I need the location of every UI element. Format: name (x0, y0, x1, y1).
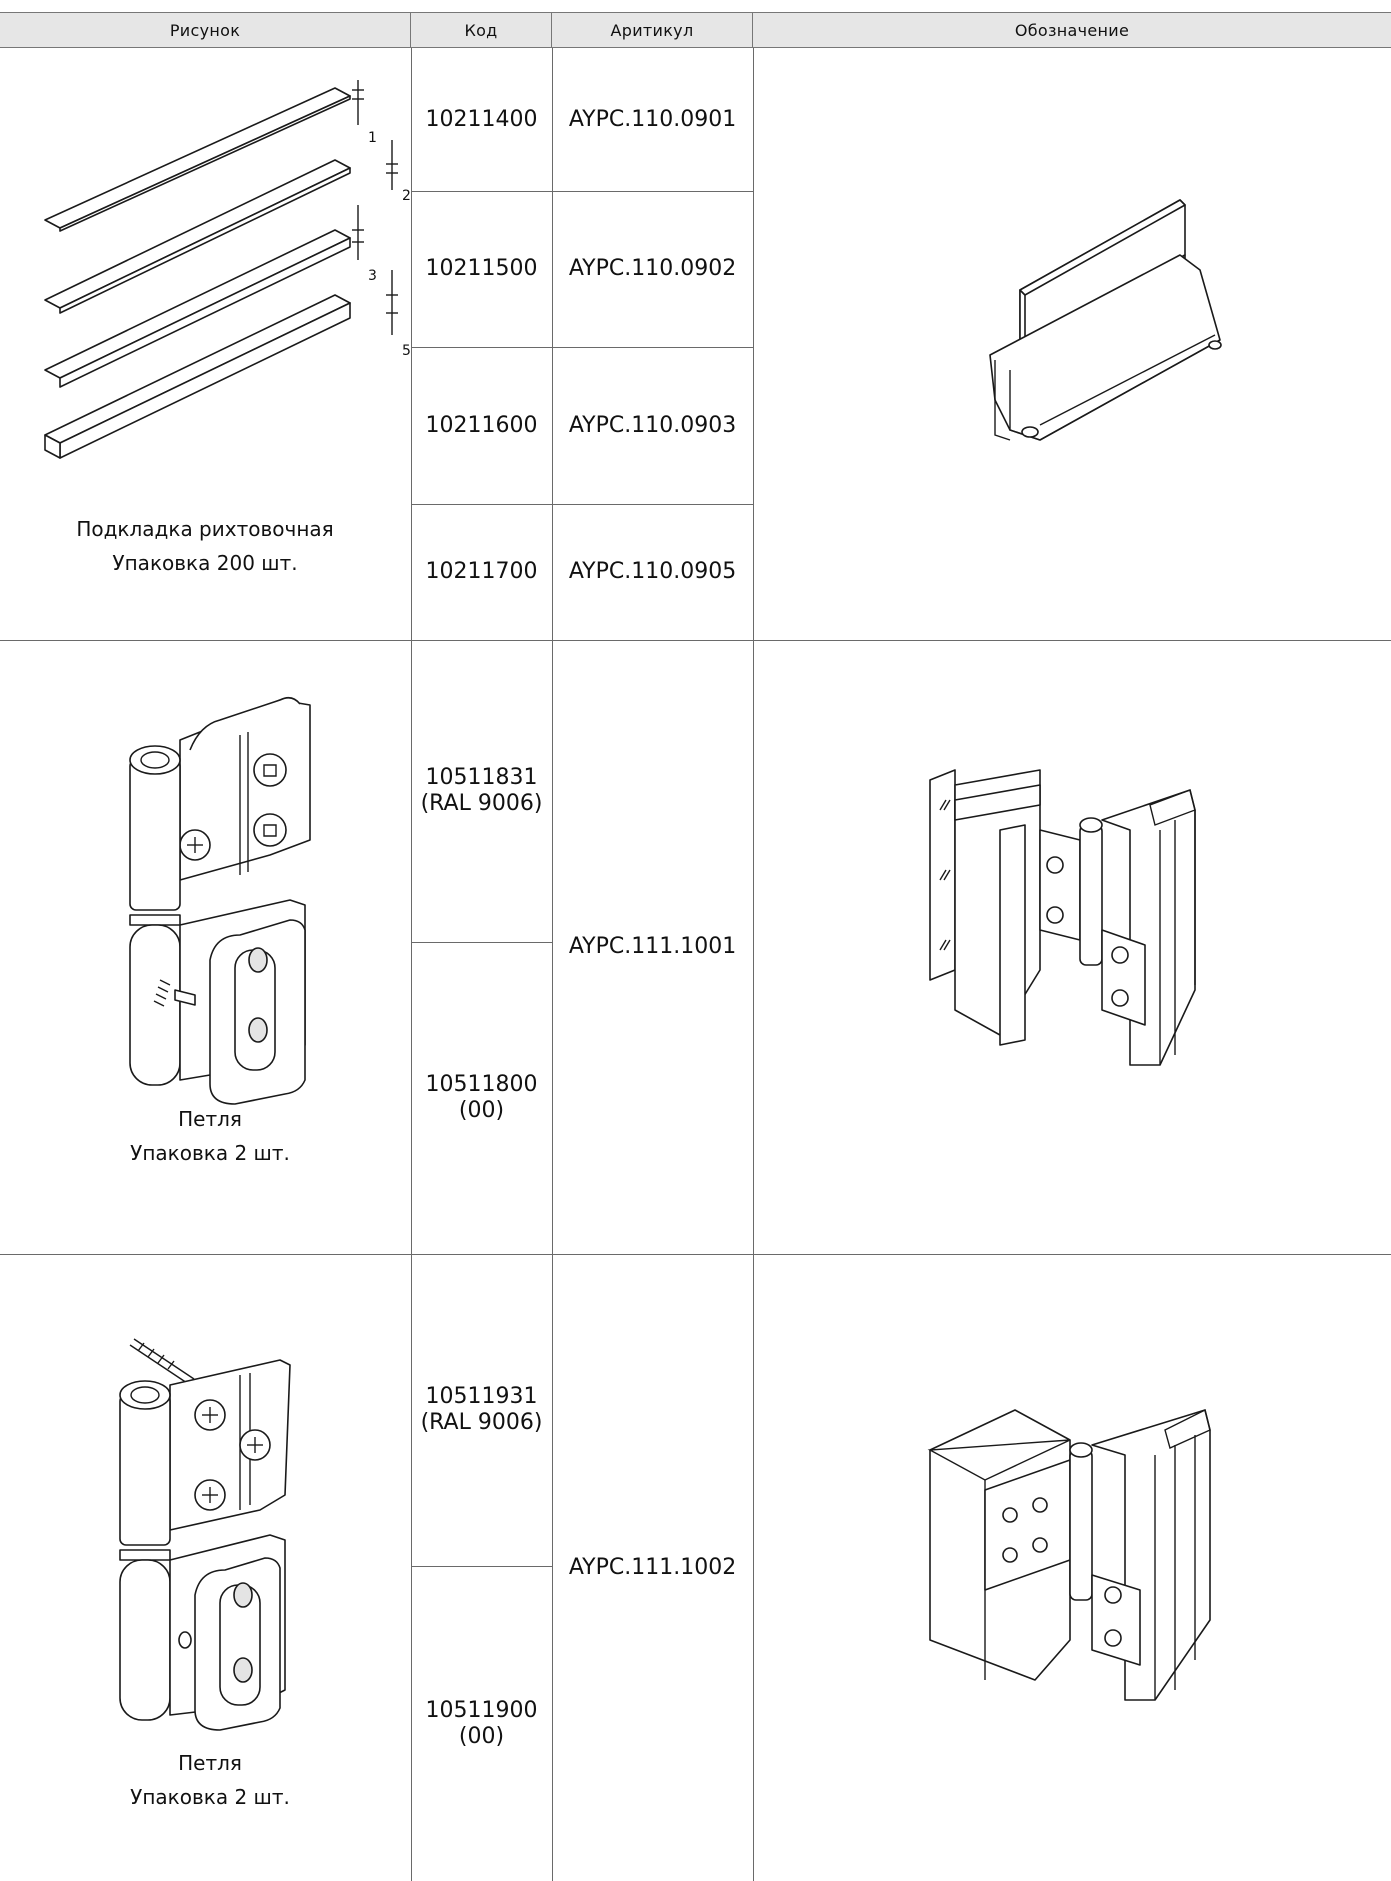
code-cell: 10211400 (425, 106, 538, 132)
caption-title: Подкладка рихтовочная (76, 517, 334, 541)
row-divider (411, 347, 753, 348)
caption-hinge-1: Петля Упаковка 2 шт. (60, 1102, 360, 1170)
code-cell: 10511800 (00) (425, 1072, 538, 1123)
caption-shims: Подкладка рихтовочная Упаковка 200 шт. (40, 512, 370, 580)
column-divider (753, 48, 754, 1881)
header-article: Аритикул (552, 12, 753, 48)
caption-title: Петля (178, 1107, 242, 1131)
row-divider (411, 191, 753, 192)
article-cell: AYPC.110.0901 (568, 106, 737, 132)
code-cell: 10211700 (425, 559, 538, 584)
row-divider (0, 1254, 1391, 1255)
row-divider (411, 1566, 552, 1567)
caption-title: Петля (178, 1751, 242, 1775)
code-cell: 10211600 (425, 412, 538, 438)
hinge-drawing-icon (129, 696, 311, 1105)
hinge-drawing-icon (119, 1338, 291, 1731)
code-cell: 10211500 (425, 256, 538, 281)
caption-pack: Упаковка 2 шт. (130, 1141, 290, 1165)
code-cell: 10511900 (00) (425, 1697, 538, 1749)
dim-label: 1 (368, 130, 377, 146)
shim-installation-icon (989, 199, 1222, 441)
caption-pack: Упаковка 200 шт. (112, 551, 298, 575)
article-cell: AYPC.111.1002 (568, 1554, 737, 1580)
shims-drawing-icon: 1 2 3 5 (44, 80, 411, 459)
dim-label: 3 (368, 268, 377, 284)
column-divider (552, 48, 553, 1881)
dim-label: 2 (402, 188, 411, 204)
code-cell: 10511931 (RAL 9006) (420, 1384, 543, 1435)
hinge-installation-icon (927, 1408, 1211, 1701)
header-image: Рисунок (0, 12, 411, 48)
article-cell: AYPC.111.1001 (568, 934, 737, 959)
article-cell: AYPC.110.0903 (568, 412, 737, 438)
column-divider (411, 48, 412, 1881)
article-cell: AYPC.110.0905 (568, 559, 737, 584)
caption-hinge-2: Петля Упаковка 2 шт. (60, 1746, 360, 1814)
header-code: Код (411, 12, 552, 48)
row-divider (411, 942, 552, 943)
row-divider (0, 640, 1391, 641)
code-cell: 10511831 (RAL 9006) (420, 765, 543, 816)
hinge-installation-icon (929, 769, 1196, 1066)
row-divider (411, 504, 753, 505)
article-cell: AYPC.110.0902 (568, 256, 737, 281)
caption-pack: Упаковка 2 шт. (130, 1785, 290, 1809)
header-designation: Обозначение (753, 12, 1391, 48)
dim-label: 5 (402, 343, 411, 359)
